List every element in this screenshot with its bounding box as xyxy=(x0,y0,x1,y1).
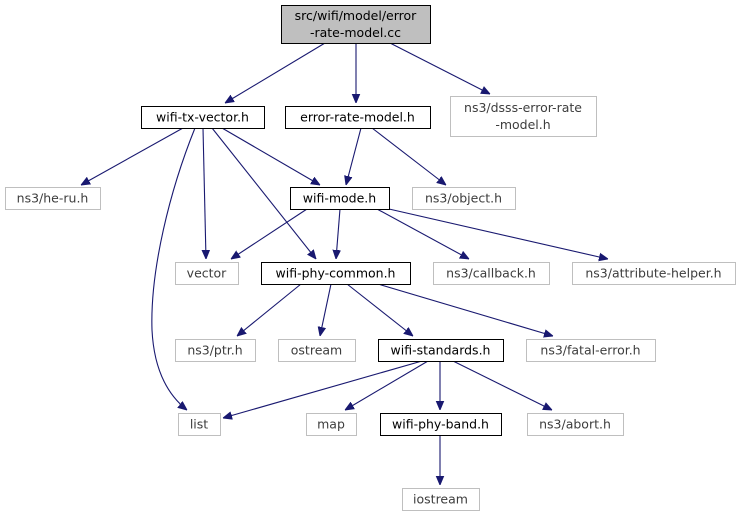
node-label: ns3/dsss-error-rate xyxy=(464,100,582,115)
edge-wifi-mode-to-wifi-phy-common xyxy=(336,208,340,259)
edge-wifi-standards-to-abort xyxy=(452,360,552,410)
node-callback: ns3/callback.h xyxy=(433,262,550,285)
node-root[interactable]: src/wifi/model/error -rate-model.cc xyxy=(281,5,431,44)
node-label: ns3/fatal-error.h xyxy=(540,343,640,358)
edge-root-to-wifi-tx-vector xyxy=(225,42,326,103)
node-box xyxy=(261,262,411,285)
edges xyxy=(81,42,608,485)
edge-wifi-tx-vector-to-he-ru xyxy=(81,127,184,185)
node-box xyxy=(178,413,221,436)
node-label: ns3/object.h xyxy=(425,191,502,206)
node-box xyxy=(450,96,597,137)
node-label: ostream xyxy=(291,343,342,358)
node-box xyxy=(527,413,624,436)
node-box xyxy=(380,413,502,436)
node-abort: ns3/abort.h xyxy=(527,413,624,436)
node-label: vector xyxy=(187,266,228,281)
node-label: list xyxy=(190,417,208,432)
node-ptr: ns3/ptr.h xyxy=(175,339,256,362)
node-label: error-rate-model.h xyxy=(300,110,415,125)
node-box xyxy=(402,488,480,511)
node-wifi-phy-band[interactable]: wifi-phy-band.h xyxy=(380,413,502,436)
edge-wifi-tx-vector-to-wifi-phy-common xyxy=(211,127,316,259)
nodes: src/wifi/model/error -rate-model.cc wifi-t… xyxy=(5,5,736,511)
node-label: -model.h xyxy=(495,117,550,132)
edge-wifi-tx-vector-to-wifi-mode xyxy=(221,127,320,185)
node-box xyxy=(141,106,265,129)
node-dsss-error-rate: ns3/dsss-error-rate -model.h xyxy=(450,96,597,137)
node-label: map xyxy=(317,417,345,432)
node-label: src/wifi/model/error xyxy=(295,8,417,23)
edge-wifi-standards-to-list xyxy=(223,360,423,418)
node-wifi-phy-common[interactable]: wifi-phy-common.h xyxy=(261,262,411,285)
node-box xyxy=(306,413,357,436)
node-label: ns3/callback.h xyxy=(446,266,536,281)
node-box xyxy=(433,262,550,285)
edge-wifi-phy-common-to-ptr xyxy=(237,283,302,336)
node-box xyxy=(526,339,656,362)
edge-wifi-phy-common-to-wifi-standards xyxy=(346,283,413,336)
edge-root-to-dsss-error-rate xyxy=(389,42,490,94)
node-he-ru: ns3/he-ru.h xyxy=(5,187,101,210)
node-box xyxy=(281,5,431,44)
edge-error-rate-model-to-object xyxy=(371,127,446,185)
node-label: iostream xyxy=(413,492,468,507)
node-label: ns3/he-ru.h xyxy=(17,191,89,206)
node-list: list xyxy=(178,413,221,436)
edge-error-rate-model-to-wifi-mode xyxy=(346,127,362,185)
node-map: map xyxy=(306,413,357,436)
node-label: -rate-model.cc xyxy=(310,25,401,40)
edge-wifi-tx-vector-to-vector xyxy=(203,127,206,259)
edge-wifi-mode-to-attribute-helper xyxy=(388,208,608,259)
node-attribute-helper: ns3/attribute-helper.h xyxy=(572,262,736,285)
node-object: ns3/object.h xyxy=(412,187,516,210)
edge-wifi-mode-to-callback xyxy=(376,208,469,259)
node-label: ns3/attribute-helper.h xyxy=(585,266,721,281)
node-vector: vector xyxy=(175,262,239,285)
node-fatal-error: ns3/fatal-error.h xyxy=(526,339,656,362)
edge-wifi-phy-common-to-ostream xyxy=(320,283,332,336)
node-wifi-mode[interactable]: wifi-mode.h xyxy=(290,187,390,210)
node-error-rate-model[interactable]: error-rate-model.h xyxy=(285,106,431,129)
node-wifi-tx-vector[interactable]: wifi-tx-vector.h xyxy=(141,106,265,129)
node-box xyxy=(378,339,504,362)
node-box xyxy=(5,187,101,210)
node-box xyxy=(285,106,431,129)
node-box xyxy=(175,339,256,362)
edge-wifi-mode-to-vector xyxy=(231,208,308,259)
edge-wifi-tx-vector-to-list xyxy=(151,127,196,410)
node-label: ns3/ptr.h xyxy=(187,343,242,358)
edge-wifi-standards-to-map xyxy=(345,360,429,410)
node-label: wifi-tx-vector.h xyxy=(156,110,249,125)
node-iostream: iostream xyxy=(402,488,480,511)
node-box xyxy=(175,262,239,285)
node-wifi-standards[interactable]: wifi-standards.h xyxy=(378,339,504,362)
node-box xyxy=(572,262,736,285)
node-box xyxy=(278,339,356,362)
node-ostream: ostream xyxy=(278,339,356,362)
node-label: wifi-mode.h xyxy=(303,191,376,206)
node-box xyxy=(290,187,390,210)
node-label: wifi-phy-common.h xyxy=(276,266,396,281)
edge-wifi-phy-common-to-fatal-error xyxy=(377,283,553,336)
node-label: ns3/abort.h xyxy=(539,417,611,432)
node-box xyxy=(412,187,516,210)
node-label: wifi-standards.h xyxy=(391,343,491,358)
node-label: wifi-phy-band.h xyxy=(392,417,489,432)
